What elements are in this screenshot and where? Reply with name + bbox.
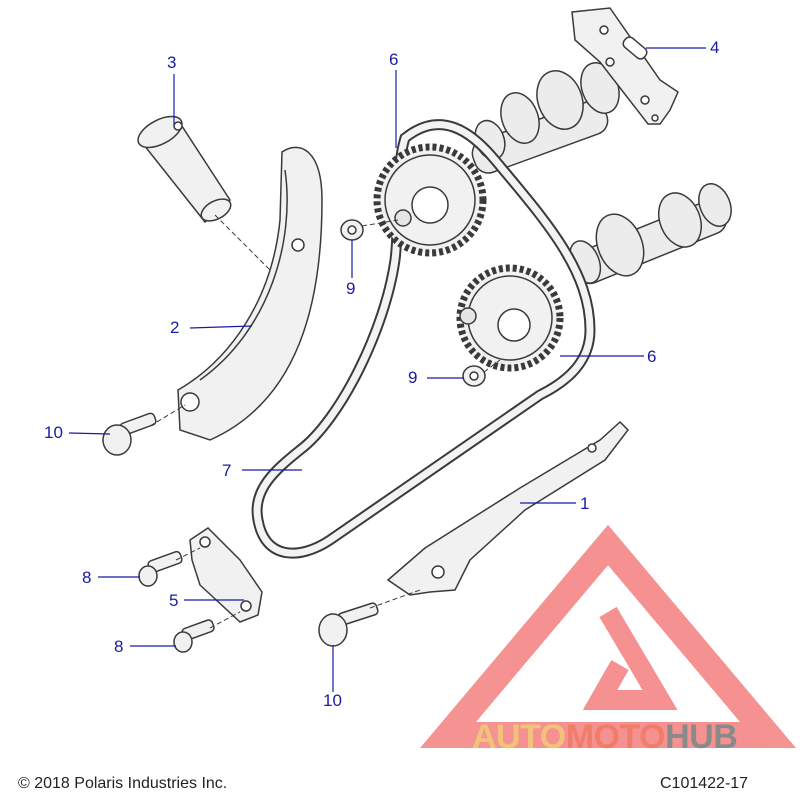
watermark-hub: HUB <box>665 718 738 756</box>
diagram-code: C101422-17 <box>660 775 749 792</box>
watermark-moto: MOTO <box>565 718 666 756</box>
sprocket-upper <box>373 143 487 257</box>
chain-tensioner <box>137 115 232 224</box>
bolt-10-upper <box>102 412 157 456</box>
assembly-lines <box>149 219 501 629</box>
sprocket-lower <box>456 264 564 372</box>
callout-10-upper: 10 <box>44 423 63 442</box>
bolt-10-lower <box>318 602 379 647</box>
guide-bracket <box>189 527 263 623</box>
callout-10-lower: 10 <box>323 691 342 710</box>
callout-8-lower: 8 <box>114 637 124 656</box>
bolt-8-upper <box>138 550 183 587</box>
callout-5: 5 <box>169 591 179 610</box>
camshaft-lower <box>568 183 732 285</box>
callout-7: 7 <box>222 461 232 480</box>
nut-9-lower <box>462 365 486 387</box>
watermark-auto: AUTO <box>472 718 566 756</box>
callout-6-upper: 6 <box>389 50 399 69</box>
bolt-8-lower <box>173 619 215 653</box>
callout-8-upper: 8 <box>82 568 92 587</box>
callout-2: 2 <box>170 318 180 337</box>
callout-9-lower: 9 <box>408 368 418 387</box>
callout-3: 3 <box>167 53 177 72</box>
chain-guide <box>386 420 629 596</box>
cam-bracket <box>571 7 679 125</box>
copyright-text: © 2018 Polaris Industries Inc. <box>18 775 228 792</box>
callout-9-upper: 9 <box>346 279 356 298</box>
callout-6-lower: 6 <box>647 347 657 366</box>
tensioner-guide <box>177 146 323 441</box>
leader-lines <box>68 47 706 692</box>
watermark-logo-icon <box>420 524 796 748</box>
nut-9-upper <box>340 219 364 241</box>
callout-1: 1 <box>580 494 590 513</box>
timing-chain <box>251 119 596 559</box>
callout-4: 4 <box>710 38 720 57</box>
watermark-text: AUTOMOTOHUB <box>472 718 738 757</box>
